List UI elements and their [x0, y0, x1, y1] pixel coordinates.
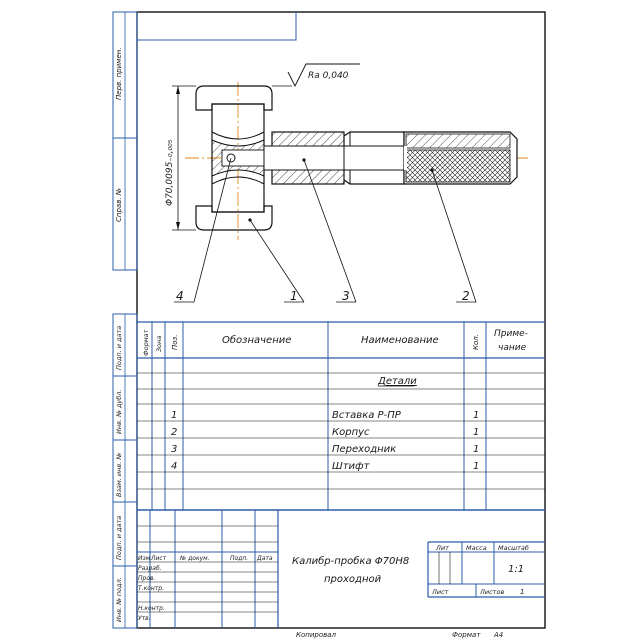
section-title-details: Детали — [377, 376, 417, 387]
role-checker: Пров. — [138, 575, 156, 582]
header-qty: Кол. — [472, 334, 480, 350]
format-value: A4 — [493, 631, 503, 639]
row-pos: 2 — [171, 427, 177, 438]
scale-label: Масштаб — [498, 544, 529, 552]
row-qty: 1 — [473, 461, 479, 472]
stamp-list: Лист — [150, 555, 167, 562]
sheet-label: Лист — [431, 588, 449, 596]
row-name: Штифт — [332, 461, 371, 472]
role-approved: Утв. — [138, 615, 151, 622]
row-qty: 1 — [473, 410, 479, 421]
row-pos: 3 — [171, 444, 177, 455]
callout-3: 3 — [342, 289, 350, 303]
diameter-label: Φ70,0095₋₀,₀₀₅ — [165, 139, 175, 206]
header-zone: Зона — [155, 336, 163, 352]
row-name: Вставка Р-ПР — [332, 410, 402, 421]
role-tcontrol: Т.контр. — [138, 585, 164, 592]
inv-dubl-label: Инв. № дубл. — [115, 390, 123, 434]
part-drawing: Φ70,0095₋₀,₀₀₅ Ra 0,040 4 1 3 2 — [165, 63, 528, 303]
sprav-no-label: Справ. № — [115, 188, 123, 222]
header-note-1: Приме- — [494, 329, 528, 339]
callout-2: 2 — [462, 289, 470, 303]
title-block: Изм Лист № докум. Подп. Дата Разраб. Про… — [137, 509, 545, 628]
specification-table: Формат Зона Поз. Обозначение Наименовани… — [137, 321, 545, 510]
header-name: Наименование — [361, 335, 439, 346]
part-title-line2: проходной — [324, 574, 382, 585]
header-format: Формат — [142, 329, 150, 356]
stamp-sign: Подп. — [230, 555, 248, 562]
callout-4: 4 — [176, 289, 184, 303]
format-label: Формат — [452, 631, 481, 639]
left-strip-top: Перв. примен. Справ. № — [112, 11, 138, 271]
row-name: Переходник — [332, 444, 396, 455]
adapter — [263, 131, 407, 185]
row-name: Корпус — [332, 427, 370, 438]
roughness-label: Ra 0,040 — [308, 71, 349, 81]
role-developer: Разраб. — [138, 565, 162, 572]
header-designation: Обозначение — [222, 334, 291, 346]
stamp-izm: Изм — [138, 555, 151, 562]
sheets-label: Листов — [479, 588, 504, 596]
stamp-date: Дата — [256, 555, 273, 562]
podp-data-label-2: Подп. и дата — [115, 516, 123, 560]
mass-label: Масса — [466, 544, 487, 552]
handle-body — [403, 131, 518, 185]
header-pos: Поз. — [171, 335, 179, 351]
table-row: 4 Штифт 1 — [171, 461, 479, 472]
leader-lines — [174, 157, 477, 303]
row-qty: 1 — [473, 427, 479, 438]
left-strip-bottom: Подп. и дата Инв. № дубл. Взам. инв. № П… — [112, 313, 138, 629]
table-row: 1 Вставка Р-ПР 1 — [171, 410, 479, 421]
vzam-inv-label: Взам. инв. № — [115, 453, 123, 497]
header-note-2: чание — [498, 343, 527, 353]
table-row: 2 Корпус 1 — [171, 427, 479, 438]
part-title-line1: Калибр-пробка Φ70Н8 — [292, 555, 409, 567]
top-corner-box — [136, 12, 297, 41]
table-row: 3 Переходник 1 — [171, 444, 479, 455]
callout-1: 1 — [290, 289, 298, 303]
diameter-dimension: Φ70,0095₋₀,₀₀₅ — [165, 85, 196, 231]
row-pos: 1 — [171, 410, 177, 421]
perv-primen-label: Перв. примен. — [115, 47, 123, 100]
podp-data-label-1: Подп. и дата — [115, 326, 123, 370]
lit-label: Лит — [435, 544, 449, 552]
inv-podl-label: Инв. № подл. — [115, 577, 123, 622]
row-pos: 4 — [171, 461, 177, 472]
sheets-value: 1 — [520, 588, 524, 596]
copied-label: Копировал — [296, 631, 337, 639]
sheet-frame — [136, 11, 546, 629]
role-ncontrol: Н.контр. — [138, 605, 165, 612]
scale-value: 1:1 — [508, 564, 524, 575]
stamp-doc-no: № докум. — [179, 555, 210, 562]
roughness-symbol: Ra 0,040 — [272, 63, 360, 88]
row-qty: 1 — [473, 444, 479, 455]
